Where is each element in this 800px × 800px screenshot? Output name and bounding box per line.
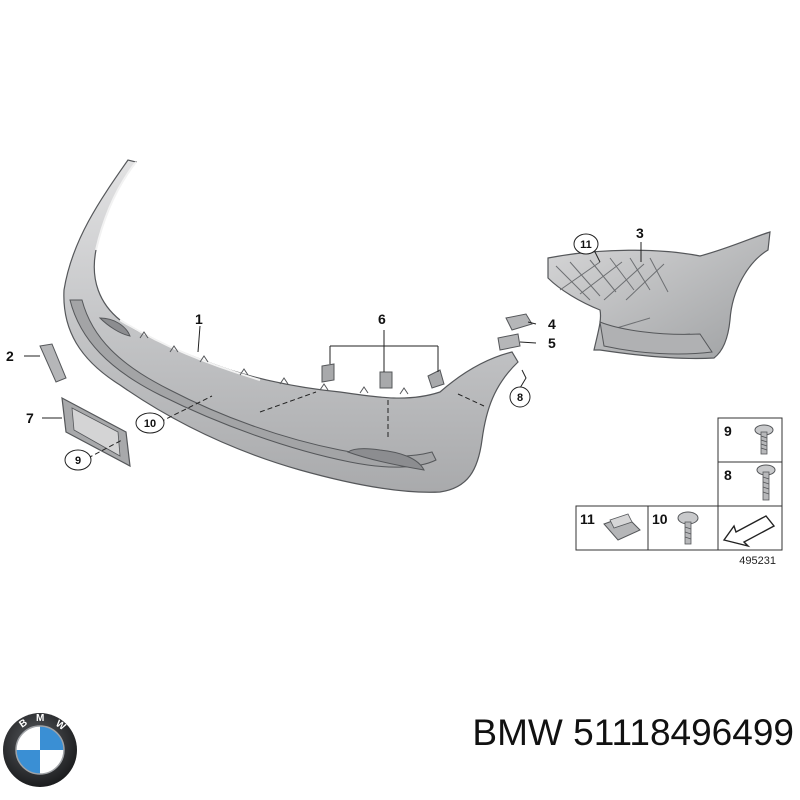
license-plate-bracket — [61, 396, 131, 468]
bracket-left — [321, 363, 335, 383]
logo-quadrant-blue-1 — [40, 726, 64, 750]
part-caption: BMW 51118496499 — [384, 712, 794, 772]
callout-8-circle — [509, 386, 531, 408]
upper-clips — [497, 313, 533, 351]
legend-number-11: 11 — [580, 511, 595, 527]
mounting-tabs — [139, 331, 409, 395]
callout-7: 7 — [26, 410, 34, 426]
tow-hook-cover-body — [39, 343, 67, 383]
callout-4: 4 — [548, 316, 556, 332]
grille-bracket — [547, 231, 771, 360]
bmw-logo: B M W — [3, 713, 77, 787]
side-brackets — [321, 363, 445, 389]
bolt-icon — [677, 511, 699, 545]
callout-3: 3 — [636, 225, 644, 241]
legend-number-8: 8 — [724, 467, 732, 483]
callout-11-circle — [573, 233, 599, 255]
logo-quadrant-blue-2 — [16, 750, 40, 774]
callout-5: 5 — [548, 335, 556, 351]
callout-11: 11 — [580, 239, 592, 251]
clip-nut-icon — [603, 513, 641, 541]
legend-cell-9 — [717, 417, 783, 463]
direction-arrow-icon — [722, 515, 776, 548]
callout-10-circle — [135, 412, 165, 434]
callout-numbers: 1 2 3 4 5 6 7 8 9 10 11 — [6, 225, 644, 471]
callout-1: 1 — [195, 311, 203, 327]
clip-5 — [497, 333, 521, 351]
grille-bracket-lower — [599, 321, 713, 355]
brand-name: BMW — [472, 712, 563, 753]
callout-2: 2 — [6, 348, 14, 364]
clip-4 — [505, 313, 533, 331]
leader-lines — [24, 242, 642, 459]
screw-icon — [754, 424, 774, 455]
bracket-center — [379, 371, 393, 389]
bumper-upper-edge — [95, 161, 261, 381]
bumper-lower-lip — [69, 299, 437, 468]
diagram-reference-number: 495231 — [739, 555, 776, 567]
left-intake — [98, 317, 131, 337]
right-intake — [346, 448, 425, 471]
legend-number-10: 10 — [652, 511, 668, 527]
part-number: 51118496499 — [573, 712, 794, 753]
plate-bracket-inner — [71, 407, 121, 457]
fastener-legend: 9 8 11 10 495231 — [575, 417, 783, 567]
callout-10: 10 — [144, 418, 156, 430]
bumper-cover — [63, 159, 519, 493]
callout-9-circle — [64, 449, 92, 471]
legend-number-9: 9 — [724, 423, 732, 439]
logo-letter-m: M — [36, 713, 44, 724]
callout-9: 9 — [75, 455, 81, 467]
screw-icon — [756, 464, 776, 501]
bracket-right — [427, 369, 445, 389]
callout-6: 6 — [378, 311, 386, 327]
grille-bracket-lattice — [555, 257, 691, 343]
tow-hook-cover — [39, 343, 67, 383]
callout-8: 8 — [517, 392, 523, 404]
